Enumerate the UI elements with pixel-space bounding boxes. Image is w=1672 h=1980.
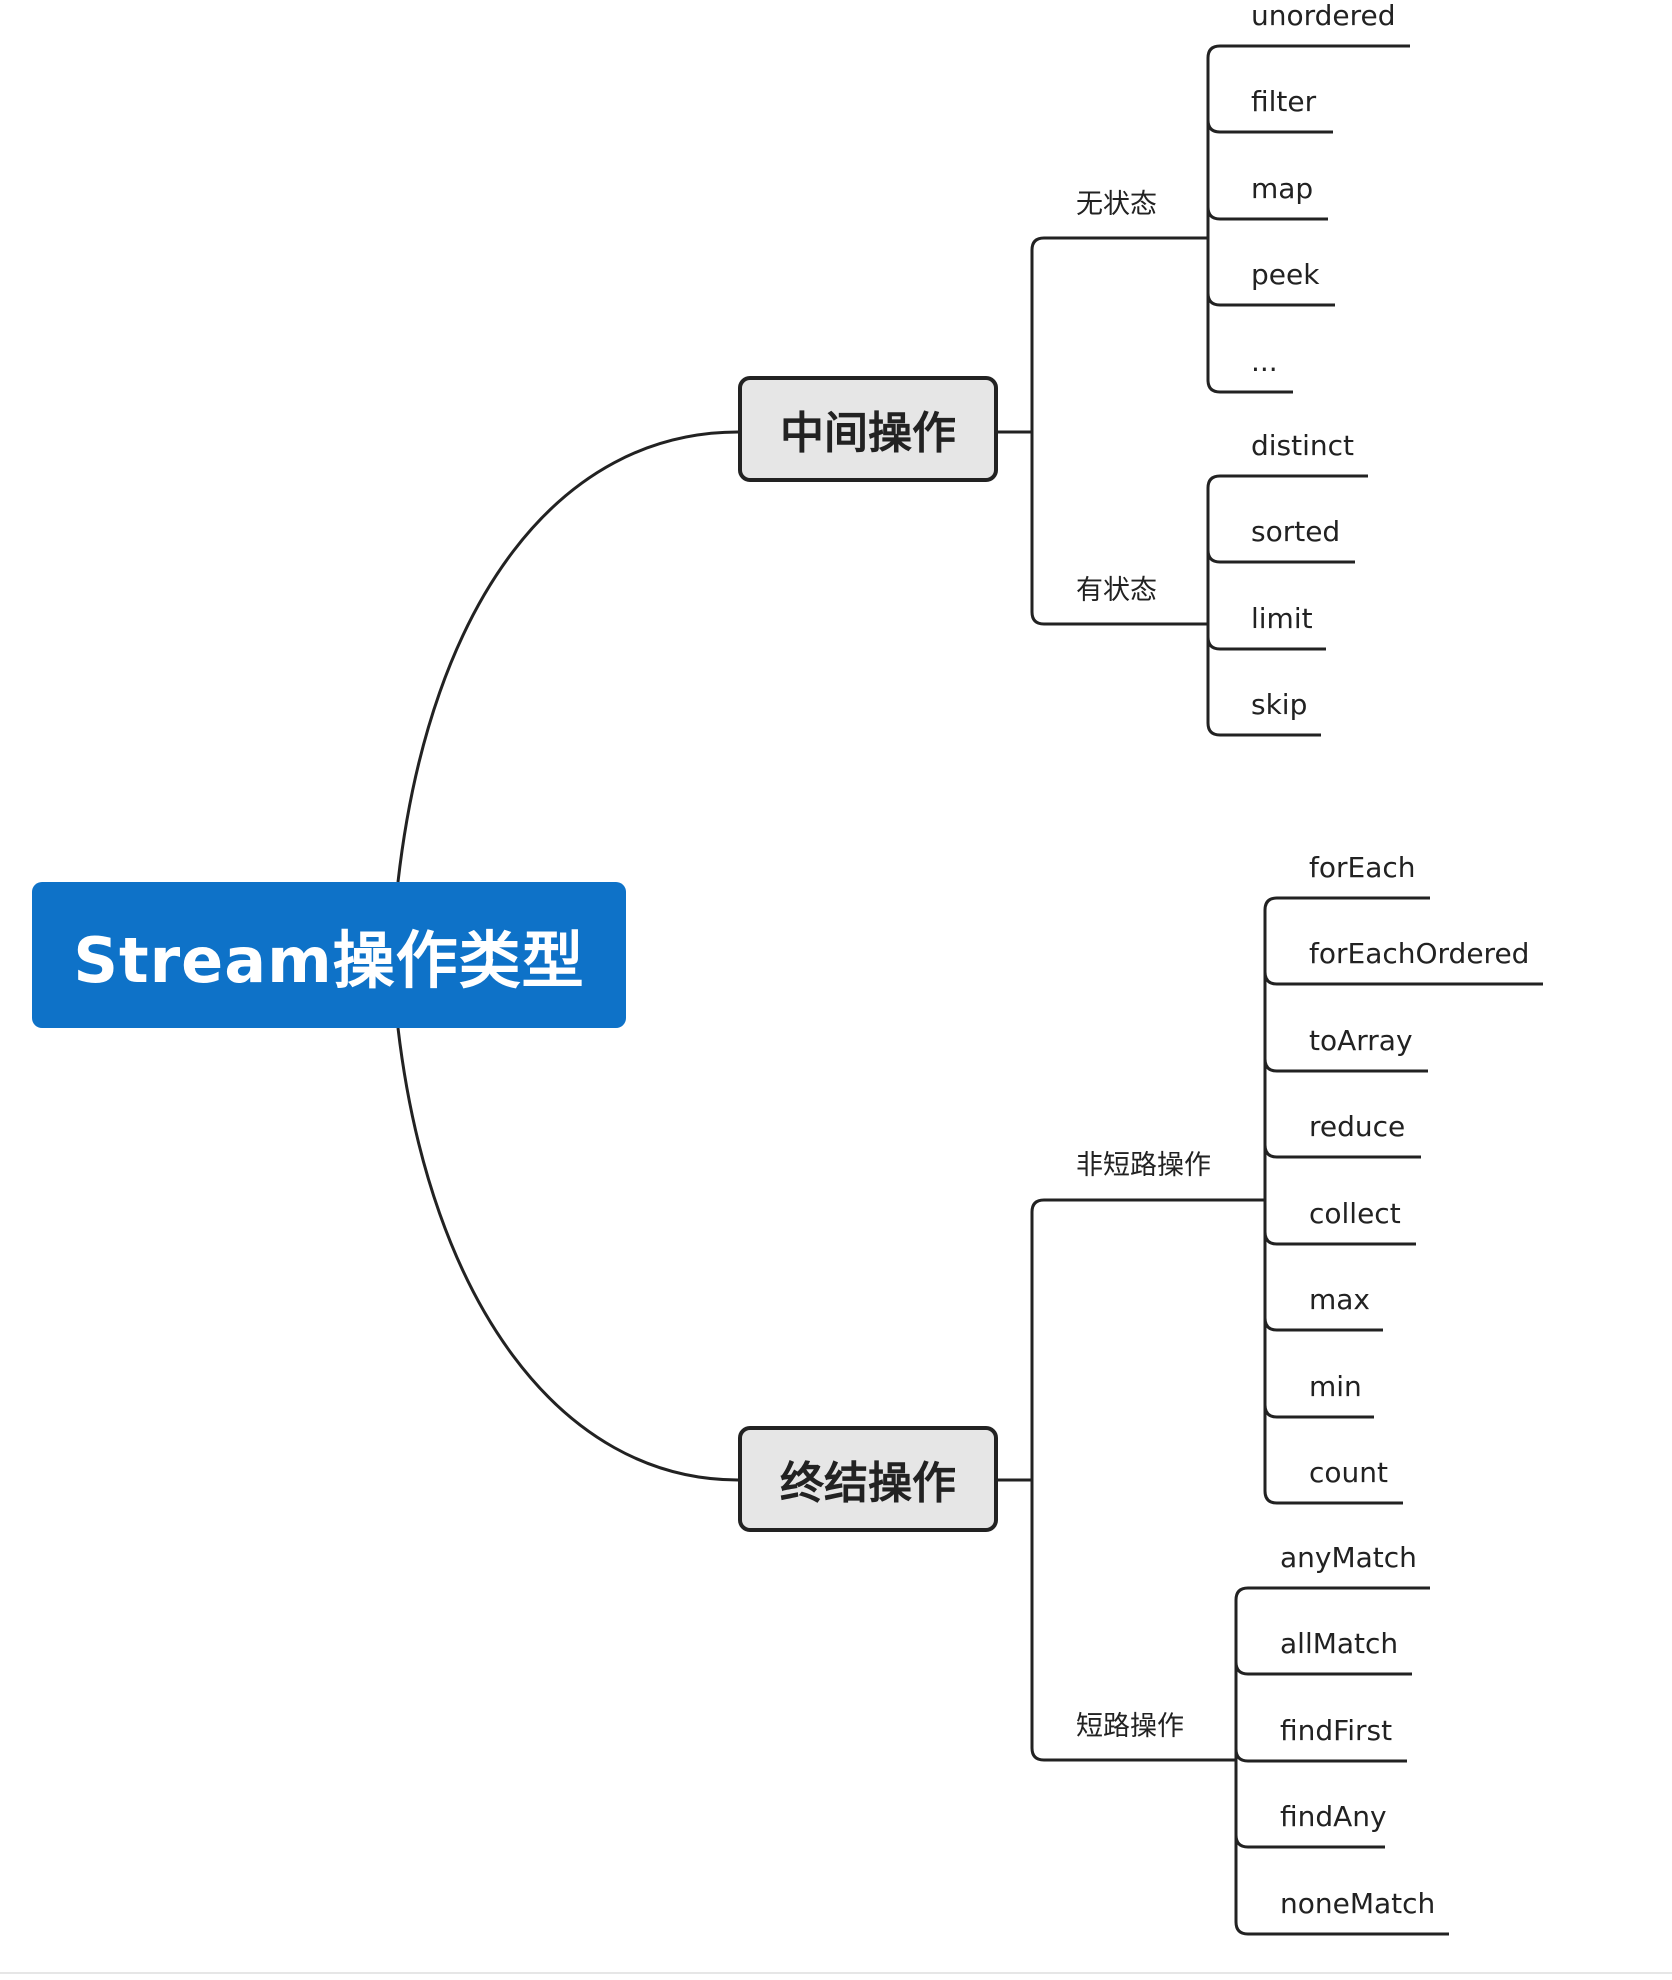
leaf-distinct[interactable]: distinct <box>1251 429 1355 462</box>
leaf-peek[interactable]: peek <box>1251 258 1320 291</box>
leaf-nonematch[interactable]: noneMatch <box>1280 1887 1436 1920</box>
group-non-short-circuit[interactable]: 非短路操作 <box>1076 1150 1211 1181</box>
leaf-min[interactable]: min <box>1309 1370 1362 1403</box>
leaf-count[interactable]: count <box>1309 1456 1388 1489</box>
leaf-underline-2-6 <box>1263 1404 1374 1419</box>
branch-intermediate[interactable]: 中间操作 <box>738 376 998 482</box>
leaf-toarray[interactable]: toArray <box>1309 1024 1413 1057</box>
leaf-findfirst[interactable]: findFirst <box>1280 1714 1393 1747</box>
leaf-underline-1-2 <box>1206 636 1326 651</box>
branch-terminal[interactable]: 终结操作 <box>738 1426 998 1532</box>
leaf-spine-3 <box>1234 1586 1249 1936</box>
leaf-max[interactable]: max <box>1309 1283 1371 1316</box>
root-node[interactable]: Stream操作类型 <box>32 882 626 1028</box>
leaf-limit[interactable]: limit <box>1251 602 1313 635</box>
leaf-ellipsis[interactable]: ... <box>1251 345 1278 378</box>
bottom-divider <box>0 1972 1672 1974</box>
leaf-unordered[interactable]: unordered <box>1251 0 1396 32</box>
leaf-filter[interactable]: filter <box>1251 85 1317 118</box>
leaf-underline-3-1 <box>1234 1661 1412 1676</box>
leaf-underline-2-5 <box>1263 1317 1383 1332</box>
leaf-underline-0-1 <box>1206 119 1333 134</box>
leaf-foreach[interactable]: forEach <box>1309 851 1416 884</box>
leaf-underline-2-4 <box>1263 1231 1416 1246</box>
leaf-foreachordered[interactable]: forEachOrdered <box>1309 937 1530 970</box>
leaf-reduce[interactable]: reduce <box>1309 1110 1406 1143</box>
group-short-circuit[interactable]: 短路操作 <box>1076 1711 1184 1742</box>
group-line-0 <box>1030 236 1208 251</box>
leaf-collect[interactable]: collect <box>1309 1197 1401 1230</box>
leaf-spine-2 <box>1263 896 1278 1505</box>
group-stateless[interactable]: 无状态 <box>1076 189 1157 220</box>
leaf-allmatch[interactable]: allMatch <box>1280 1627 1399 1660</box>
leaf-spine-0 <box>1206 44 1221 394</box>
leaf-underline-3-3 <box>1234 1834 1385 1849</box>
leaf-sorted[interactable]: sorted <box>1251 515 1341 548</box>
group-line-2 <box>1030 1198 1265 1213</box>
group-line-1 <box>1030 611 1208 626</box>
group-line-3 <box>1030 1747 1236 1762</box>
leaf-underline-2-3 <box>1263 1144 1421 1159</box>
leaf-underline-3-2 <box>1234 1748 1407 1763</box>
leaf-findany[interactable]: findAny <box>1280 1800 1387 1833</box>
leaf-anymatch[interactable]: anyMatch <box>1280 1541 1417 1574</box>
leaf-underline-2-1 <box>1263 971 1543 986</box>
leaf-underline-0-3 <box>1206 292 1335 307</box>
leaf-spine-1 <box>1206 474 1221 737</box>
group-stateful[interactable]: 有状态 <box>1076 575 1157 606</box>
leaf-map[interactable]: map <box>1251 172 1314 205</box>
leaf-underline-0-2 <box>1206 206 1328 221</box>
root-to-terminal-curve <box>396 1027 739 1482</box>
leaf-underline-2-2 <box>1263 1058 1428 1073</box>
leaf-skip[interactable]: skip <box>1251 688 1308 721</box>
leaf-underline-1-1 <box>1206 549 1355 564</box>
root-to-intermediate-curve <box>396 430 739 883</box>
